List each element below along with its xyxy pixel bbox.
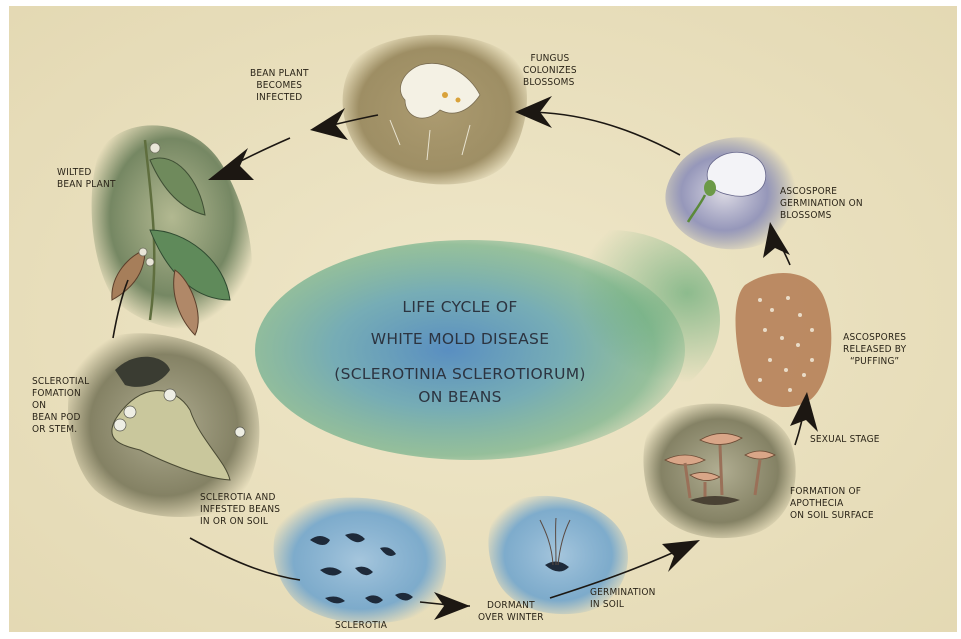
label-dormant: DORMANT OVER WINTER [478, 600, 544, 624]
label-line: OR STEM. [32, 424, 89, 436]
label-germination-soil: GERMINATION IN SOIL [590, 587, 656, 611]
label-line: ON SOIL SURFACE [790, 510, 874, 522]
label-line: DORMANT [478, 600, 544, 612]
label-line: IN OR ON SOIL [200, 516, 280, 528]
label-line: ASCOSPORE [780, 186, 863, 198]
title-line-1: LIFE CYCLE OF [290, 298, 630, 316]
label-line: IN SOIL [590, 599, 656, 611]
label-line: BEAN POD [32, 412, 89, 424]
label-line: SCLEROTIA [335, 620, 387, 632]
label-apothecia: FORMATION OF APOTHECIA ON SOIL SURFACE [790, 486, 874, 522]
label-line: FORMATION OF [790, 486, 874, 498]
label-line: OVER WINTER [478, 612, 544, 624]
label-ascospores-released: ASCOSPORES RELEASED BY “PUFFING” [843, 332, 906, 368]
label-line: COLONIZES [523, 65, 577, 77]
label-line: BECOMES [250, 80, 309, 92]
label-line: SCLEROTIAL [32, 376, 89, 388]
label-line: INFECTED [250, 92, 309, 104]
label-bean-infected: BEAN PLANT BECOMES INFECTED [250, 68, 309, 104]
label-line: BEAN PLANT [250, 68, 309, 80]
title-line-3: (SCLEROTINIA SCLEROTIORUM) [290, 365, 630, 383]
label-line: BLOSSOMS [780, 210, 863, 222]
label-line: INFESTED BEANS [200, 504, 280, 516]
label-sclerotia: SCLEROTIA [335, 620, 387, 632]
label-sexual-stage: SEXUAL STAGE [810, 434, 880, 446]
label-line: GERMINATION ON [780, 198, 863, 210]
label-line: SEXUAL STAGE [810, 434, 880, 446]
label-line: APOTHECIA [790, 498, 874, 510]
label-line: FOMATION [32, 388, 89, 400]
label-line: RELEASED BY [843, 344, 906, 356]
label-line: GERMINATION [590, 587, 656, 599]
label-sclerotial-formation: SCLEROTIAL FOMATION ON BEAN POD OR STEM. [32, 376, 89, 436]
title-wash-green [500, 230, 720, 410]
label-line: BEAN PLANT [57, 179, 116, 191]
apothecia-illustration [643, 404, 795, 539]
label-line: “PUFFING” [843, 356, 906, 368]
label-line: FUNGUS [523, 53, 577, 65]
label-line: SCLEROTIA AND [200, 492, 280, 504]
blossom-colonized-illustration [343, 35, 527, 185]
label-line: ASCOSPORES [843, 332, 906, 344]
label-sclerotia-infested: SCLEROTIA AND INFESTED BEANS IN OR ON SO… [200, 492, 280, 528]
label-fungus-colonizes: FUNGUS COLONIZES BLOSSOMS [523, 53, 577, 89]
label-line: BLOSSOMS [523, 77, 577, 89]
label-wilted-plant: WILTED BEAN PLANT [57, 167, 116, 191]
title-line-4: ON BEANS [290, 388, 630, 406]
label-ascospore-germination: ASCOSPORE GERMINATION ON BLOSSOMS [780, 186, 863, 222]
label-line: ON [32, 400, 89, 412]
title-line-2: WHITE MOLD DISEASE [290, 330, 630, 348]
label-line: WILTED [57, 167, 116, 179]
ascospores-puffing-illustration [736, 273, 832, 407]
